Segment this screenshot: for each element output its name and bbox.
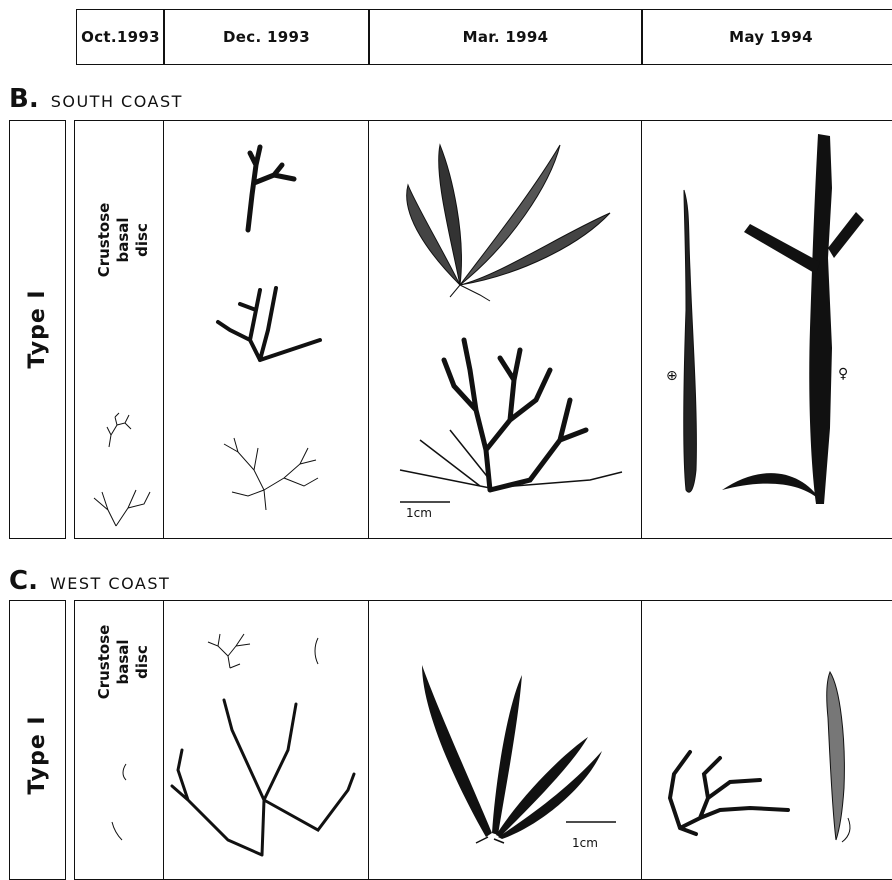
section-b-female-symbol: ♀ (838, 366, 848, 382)
section-c-mar-thallus (412, 655, 612, 845)
header-oct-1993: Oct.1993 (76, 9, 165, 65)
section-c-title: C. WEST COAST (9, 566, 170, 596)
section-b-mar-thallus-bottom (390, 330, 630, 500)
section-c-mar-scale-bar (564, 818, 624, 828)
section-c-scale-label: 1cm (572, 836, 598, 850)
section-b-tetrasporophyte-symbol: ⊕ (666, 368, 678, 384)
section-b-dec-thallus-bottom (218, 430, 328, 515)
header-dec-1993: Dec. 1993 (163, 9, 370, 65)
header-may-1994: May 1994 (641, 9, 892, 65)
section-b-title: B. SOUTH COAST (9, 84, 183, 114)
section-b-oct-thallus-large (88, 460, 158, 530)
section-b-dec-thallus-middle (210, 280, 330, 370)
header-oct-1993-label: Oct.1993 (81, 28, 160, 46)
section-c-letter: C. (9, 566, 38, 596)
section-c-oct-fragment-top (118, 762, 132, 782)
section-b-mar-thallus-top (390, 135, 630, 305)
section-c-dec-thallus-small (200, 628, 260, 673)
section-c-label: WEST COAST (50, 574, 170, 593)
header-dec-1993-label: Dec. 1993 (223, 28, 310, 46)
section-b-row-label: Type I (25, 279, 51, 379)
section-c-basal-disc-label: Crustose basal disc (95, 607, 155, 717)
header-mar-1994: Mar. 1994 (368, 9, 643, 65)
section-b-letter: B. (9, 84, 39, 114)
section-c-dec-fragment (312, 636, 324, 666)
header-mar-1994-label: Mar. 1994 (463, 28, 549, 46)
section-b-dec-thallus-top (230, 135, 310, 235)
section-b-scale-label: 1cm (406, 506, 432, 520)
section-b-oct-thallus-small (95, 405, 145, 455)
section-c-may-thallus-branched (660, 738, 800, 838)
section-c-oct-fragment-bottom (108, 820, 126, 844)
section-c-dec-thallus-large (168, 690, 368, 860)
section-b-label: SOUTH COAST (51, 92, 183, 111)
section-b-may-female-thallus (720, 128, 880, 508)
section-c-row-label: Type I (25, 705, 51, 805)
section-c-may-blade (820, 668, 860, 844)
header-may-1994-label: May 1994 (729, 28, 813, 46)
section-b-basal-disc-label: Crustose basal disc (95, 185, 155, 295)
